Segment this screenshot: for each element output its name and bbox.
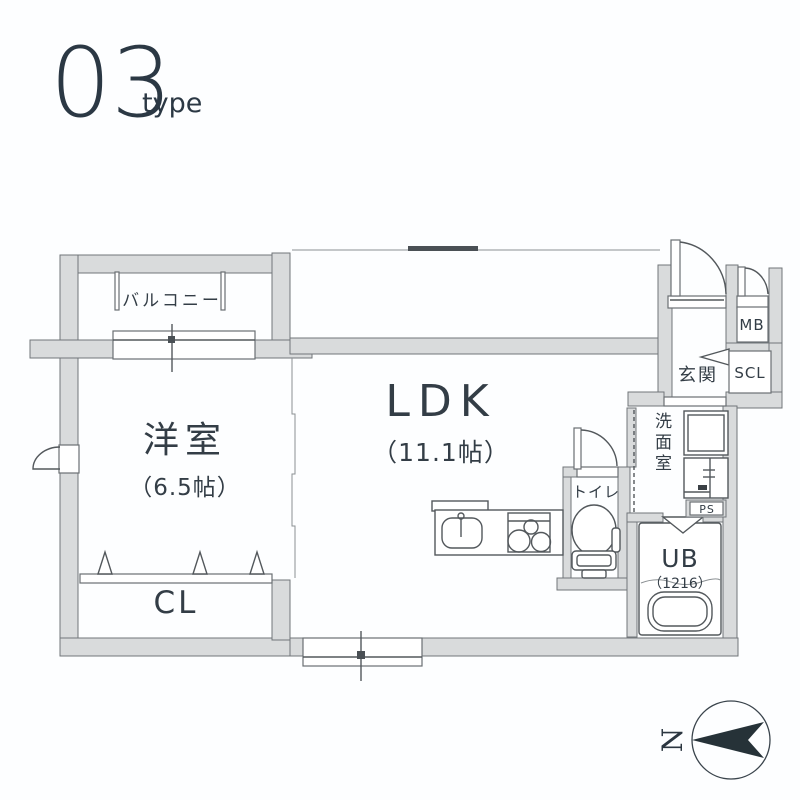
compass-n-label: N (656, 728, 689, 753)
meter-box-door-icon (736, 266, 769, 309)
plan-type-suffix: type (142, 88, 202, 119)
washbasin-icon (683, 410, 729, 499)
plan-type-number: 03 (50, 27, 172, 139)
pipe-space-box (685, 499, 727, 518)
toilet-icon (571, 504, 621, 579)
exterior-edge-line (292, 246, 660, 251)
bath-folding-door-icon (661, 516, 705, 534)
entrance-step-arrow-icon (698, 348, 730, 366)
stove-icon (507, 512, 552, 553)
pipe-space-label: PS (699, 503, 715, 516)
meter-box-label: MB (739, 316, 764, 334)
side-casement-window-icon (32, 444, 80, 474)
unit-bath-label: UB (661, 544, 698, 573)
shoe-closet-box (728, 350, 772, 394)
entrance-label: 玄関 (678, 365, 718, 386)
toilet-label: トイレ (572, 483, 620, 501)
unit-bath (638, 516, 722, 636)
bathtub-icon (647, 591, 713, 632)
ldk-label: LDK (385, 376, 496, 427)
meter-box (736, 306, 769, 343)
balcony-window-icon (112, 324, 256, 372)
western-room-label: 洋室 (143, 420, 227, 461)
compass-north-icon: N (656, 700, 771, 780)
closet-folding-door-icon (79, 549, 273, 584)
toilet-door-icon (573, 427, 619, 478)
kitchen-sink-icon (441, 512, 483, 549)
balcony-partition-marks (114, 271, 226, 311)
ldk-size: （11.1帖） (372, 438, 510, 467)
unit-bath-size: （1216） (648, 576, 712, 592)
washroom-threshold (663, 396, 727, 407)
entrance-door-icon (667, 239, 727, 309)
kitchen-counter (431, 500, 564, 556)
closet-label: CL (154, 585, 199, 621)
western-room-size: （6.5帖） (129, 475, 241, 501)
ldk-window-icon (302, 631, 423, 681)
balcony-label: バルコニー (122, 291, 222, 311)
shoe-closet-label: SCL (734, 364, 765, 382)
washroom-label: 洗面室 (651, 412, 672, 475)
room-partition-line (291, 358, 296, 578)
